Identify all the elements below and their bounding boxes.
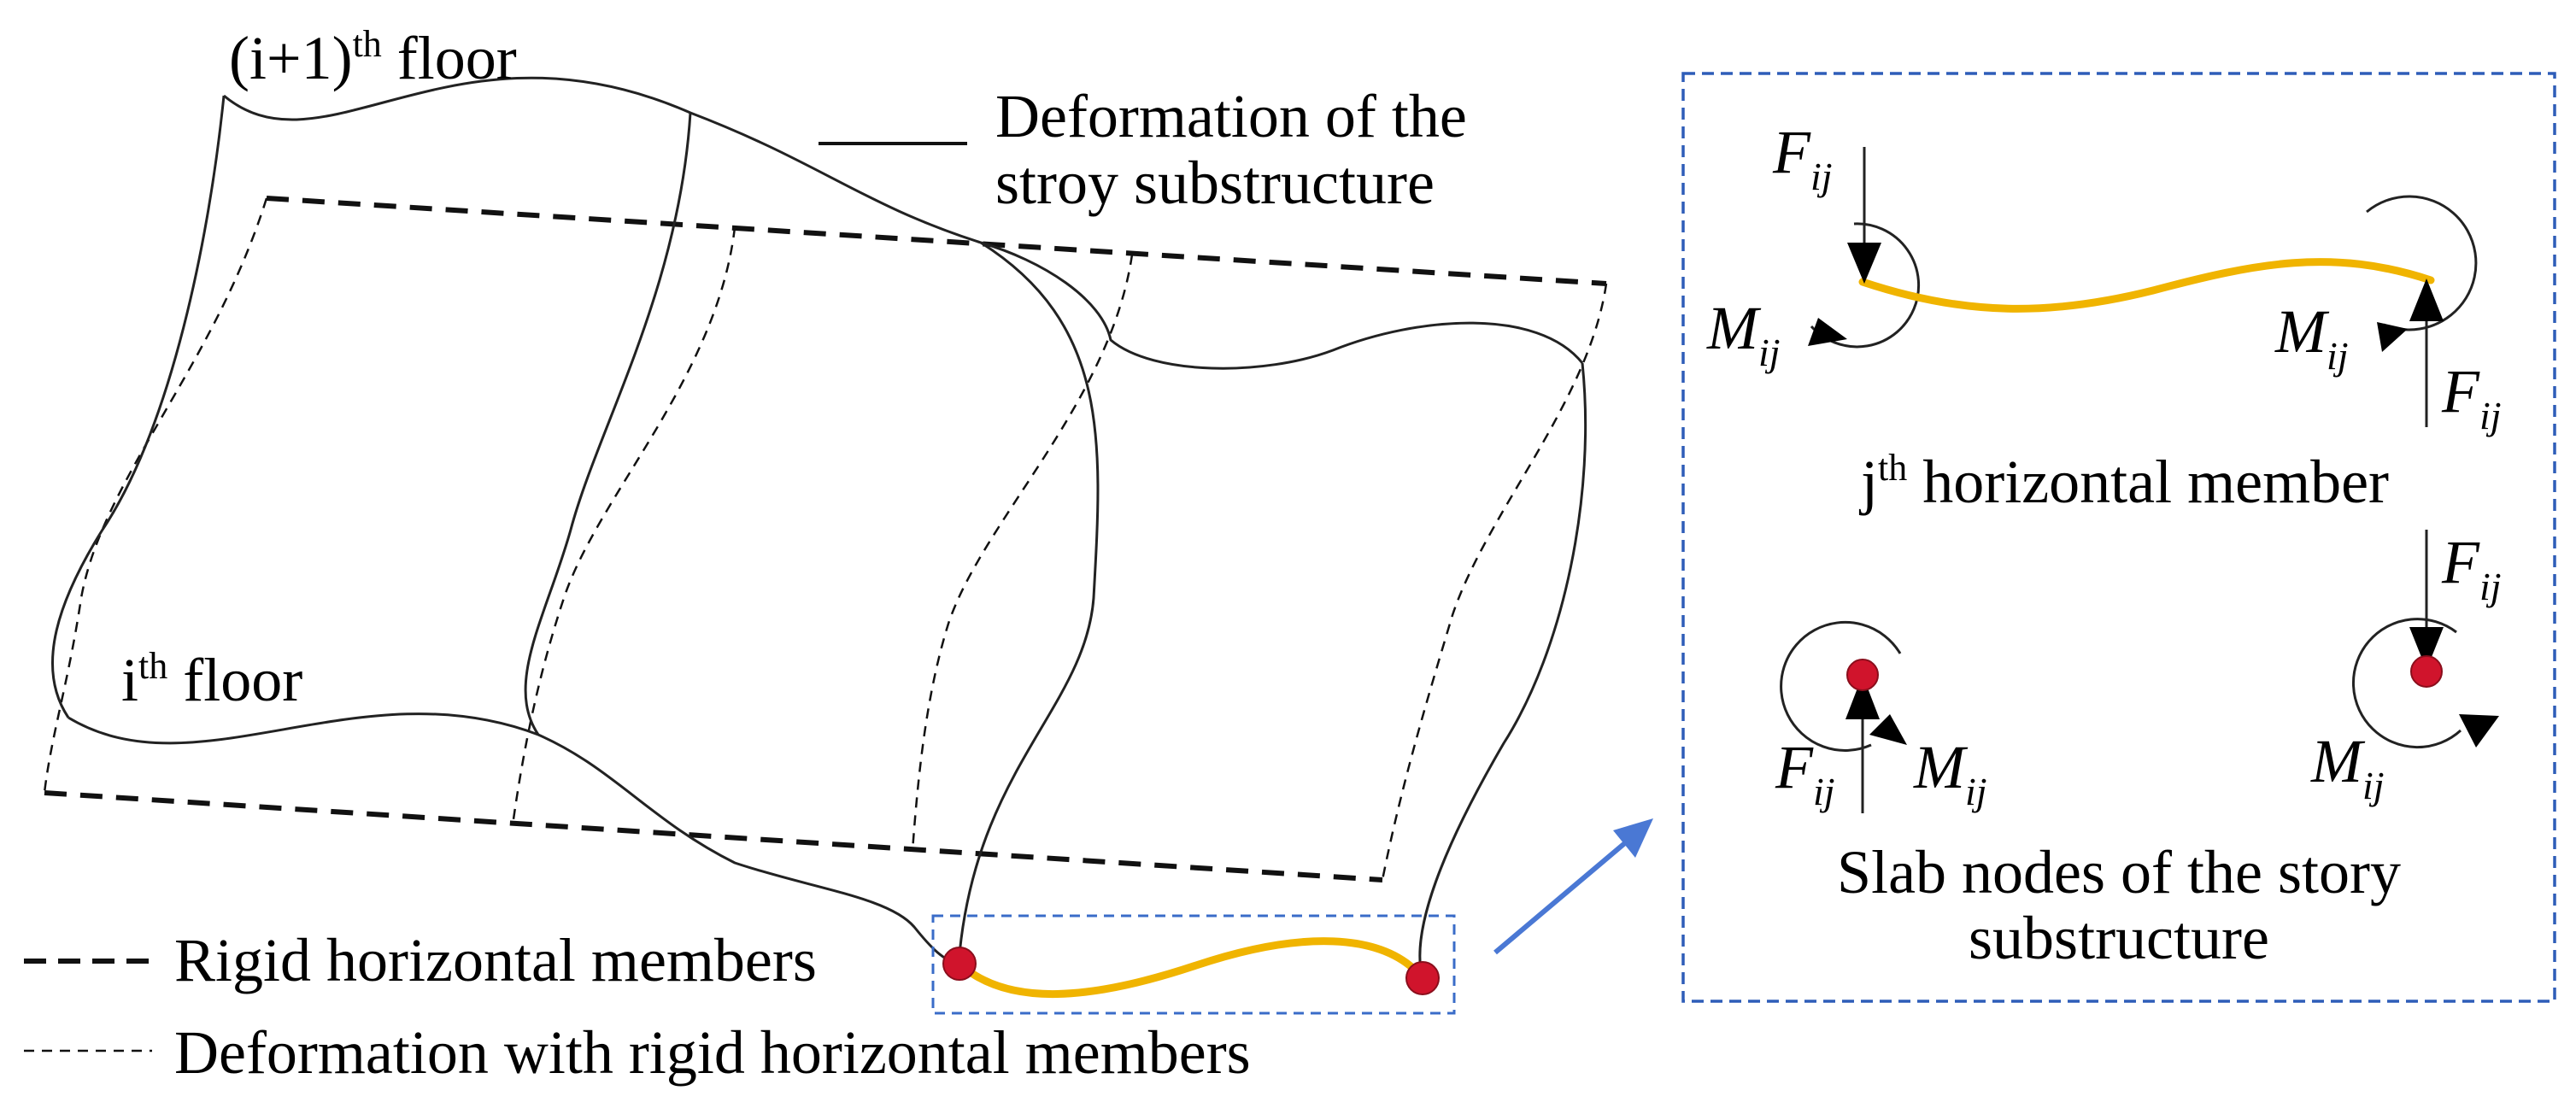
nodes-caption-line2: substructure (1969, 904, 2269, 972)
right-node-moment-label: Mij (2310, 727, 2385, 807)
callout-box (931, 914, 1456, 1015)
left-moment-arrowhead (1808, 318, 1847, 346)
right-moment-label: Mij (2274, 297, 2349, 378)
left-node-moment-arrowhead (1869, 714, 1907, 745)
right-node-force-label: Fij (2441, 528, 2502, 608)
right-node-moment-arrowhead (2459, 714, 2499, 748)
left-force-arrowhead (1847, 243, 1881, 284)
legend-solid-text-line1: Deformation of the (995, 82, 1467, 150)
legend-rigid-deformation-text: Deformation with rigid horizontal member… (174, 1018, 1251, 1087)
nodes-caption-line1: Slab nodes of the story (1837, 838, 2401, 906)
right-slab-node (2410, 655, 2443, 688)
lower-floor-label: ith floor (121, 645, 302, 714)
rigid-top-member (266, 196, 1607, 286)
right-moment-arrowhead (2377, 322, 2408, 352)
member-node-left (942, 947, 977, 981)
left-node-force-arrowhead (1845, 675, 1880, 719)
deformed-column-3 (957, 241, 1100, 964)
left-node-moment-arc (1780, 620, 1902, 752)
dashed-column-1 (43, 197, 268, 794)
rigid-bottom-member (44, 790, 1383, 882)
right-force-arrowhead (2409, 278, 2444, 321)
legend-rigid: Rigid horizontal members (24, 926, 817, 994)
dashed-column-3 (911, 254, 1134, 852)
deformed-top-floor (223, 76, 1584, 370)
left-node-moment-label: Mij (1913, 733, 1987, 813)
legend-rigid-text: Rigid horizontal members (174, 926, 817, 994)
upper-floor-label: (i+1)th floor (229, 23, 517, 92)
detail-panel (1681, 72, 2556, 1003)
left-slab-node (1846, 659, 1879, 691)
dashed-column-2 (511, 226, 736, 826)
legend-rigid-deformation: Deformation with rigid horizontal member… (24, 1018, 1251, 1087)
dashed-column-4 (1381, 283, 1608, 881)
deformed-bottom-floor (67, 712, 959, 965)
left-moment-label: Mij (1706, 294, 1781, 374)
member-callout (931, 914, 1456, 1015)
deformed-column-2 (524, 112, 692, 736)
legend-solid-text-line2: stroy substructure (995, 149, 1435, 217)
rigid-deformation-columns (43, 197, 1608, 881)
legend-solid: Deformation of the stroy substructure (819, 82, 1467, 217)
slab-nodes: Fij Mij Fij Mij (1775, 528, 2502, 813)
left-force-label: Fij (1772, 118, 1833, 198)
right-node-force-arrowhead (2409, 627, 2444, 670)
rigid-frame (44, 196, 1607, 882)
left-node-force-label: Fij (1775, 733, 1835, 813)
member-caption: jth horizontal member (1858, 447, 2389, 516)
deformed-substructure (50, 76, 1587, 979)
right-force-label: Fij (2441, 357, 2502, 437)
right-node-moment-arc (2352, 618, 2462, 749)
member-node-right (1405, 961, 1440, 995)
deformed-column-1 (50, 95, 226, 718)
highlighted-member (955, 937, 1427, 998)
member-free-body: Fij Mij Mij Fij (1706, 118, 2502, 437)
detail-pointer-arrow (1493, 818, 1653, 955)
left-moment-arc (1810, 222, 1921, 349)
member-deformed-curve (1858, 258, 2435, 313)
deformed-column-4 (1418, 362, 1587, 979)
